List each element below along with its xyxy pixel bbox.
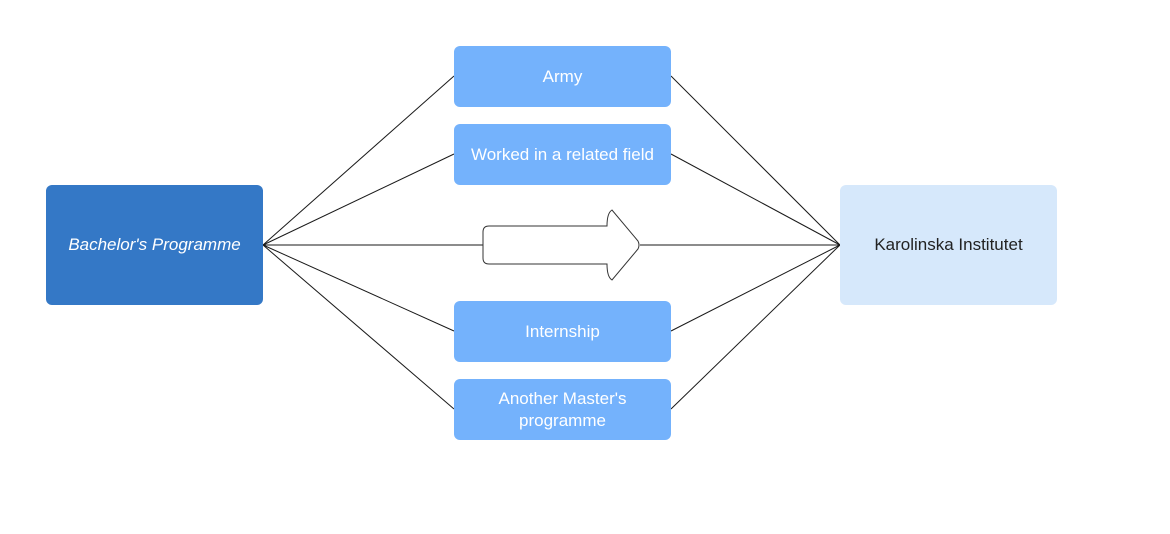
connector-master-target (670, 244, 841, 410)
connector-source-master (262, 244, 455, 410)
connector-source-work (262, 153, 455, 246)
path-node-label: Army (542, 66, 583, 86)
direct-path-arrow (482, 209, 640, 281)
source-node-label: Bachelor's Programme (68, 235, 241, 254)
connector-source-army (262, 75, 455, 246)
path-node-label: Worked in a related field (470, 144, 654, 164)
target-node-label: Karolinska Institutet (874, 235, 1023, 254)
path-node-label: Internship (525, 321, 600, 341)
connector-source-intern (262, 244, 455, 332)
source-node-bachelors-programme[interactable]: Bachelor's Programme (46, 185, 263, 305)
path-node-label: Another Master's programme (498, 388, 627, 430)
connector-intern-target (670, 244, 841, 332)
path-node-worked-related-field[interactable]: Worked in a related field (454, 124, 671, 185)
path-node-internship[interactable]: Internship (454, 301, 671, 362)
connector-work-target (670, 153, 841, 246)
target-node-karolinska-institutet[interactable]: Karolinska Institutet (840, 185, 1057, 305)
path-node-army[interactable]: Army (454, 46, 671, 107)
path-node-another-masters-programme[interactable]: Another Master's programme (454, 379, 671, 440)
connector-army-target (670, 75, 841, 246)
